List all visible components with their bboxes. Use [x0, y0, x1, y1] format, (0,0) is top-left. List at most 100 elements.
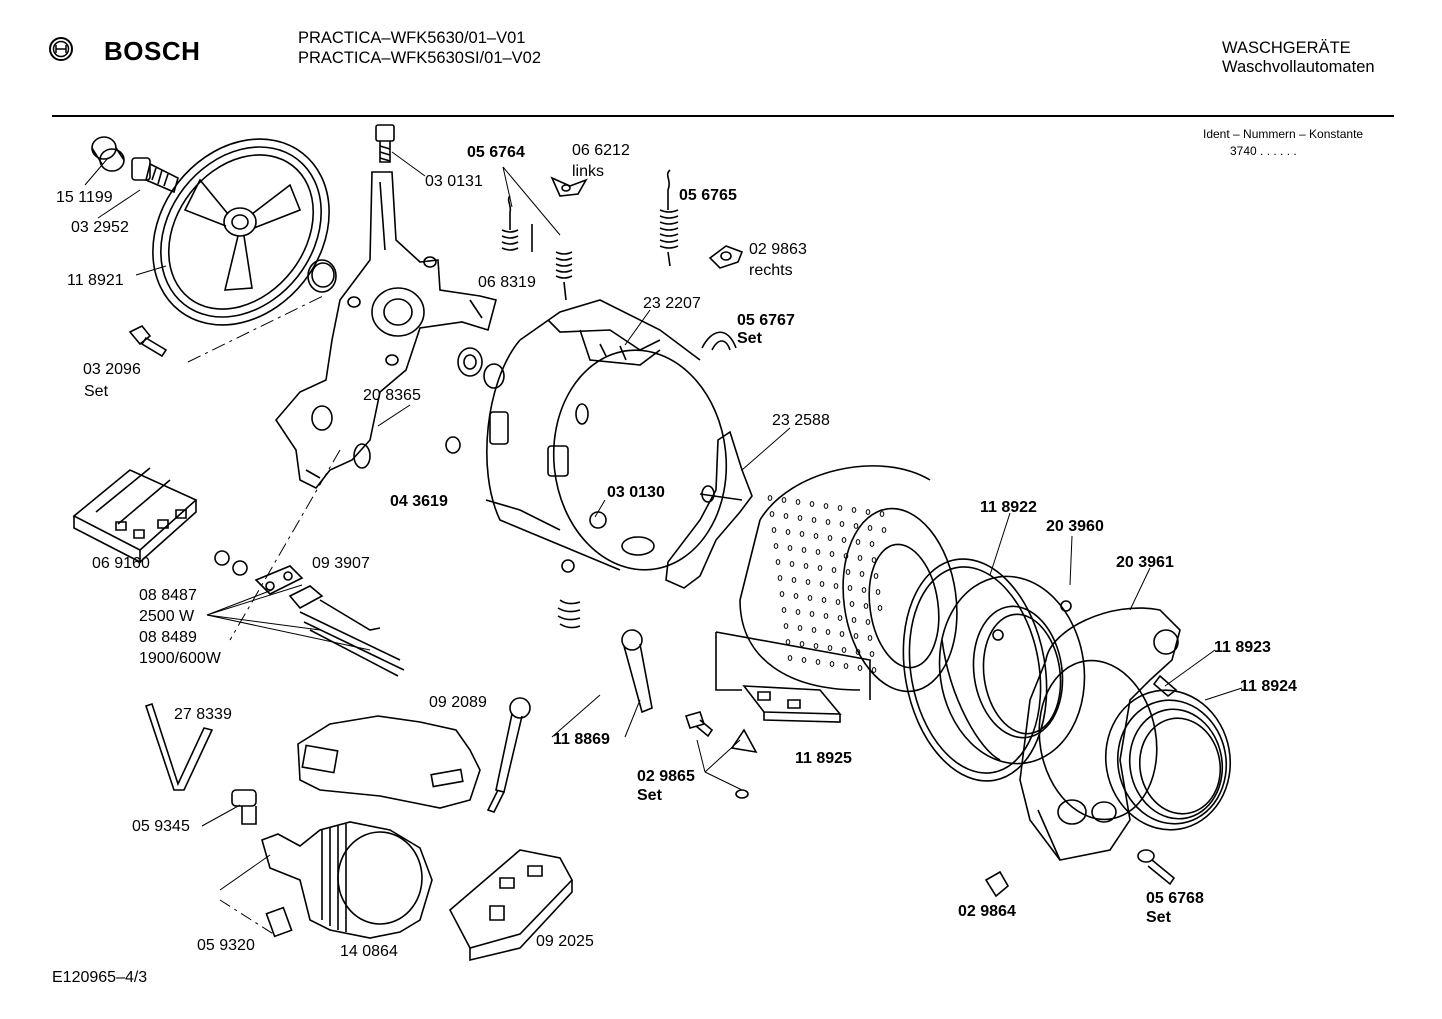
heater-cover-069160 — [74, 468, 196, 562]
perforation-dot — [816, 660, 820, 665]
perforation-dot — [856, 540, 860, 545]
perforation-dot — [872, 668, 876, 673]
pulley-118921 — [116, 104, 365, 360]
perforation-dot — [836, 600, 840, 605]
ident-label: Ident – Nummern – Konstante — [1203, 127, 1364, 141]
drawing-id: E120965–4/3 — [52, 969, 148, 986]
part-label: 05 6764 — [467, 144, 525, 161]
perforation-dot — [860, 572, 864, 577]
perforation-dot — [780, 592, 784, 597]
perforation-dot — [868, 636, 872, 641]
perforation-dot — [768, 496, 772, 501]
part-label: 03 0131 — [425, 173, 483, 190]
perforation-dot — [872, 558, 876, 563]
perforation-dot — [772, 528, 776, 533]
part-label: 20 8365 — [363, 387, 421, 404]
perforation-dot — [826, 630, 830, 635]
cover-092089 — [298, 716, 480, 808]
perforation-dot — [798, 626, 802, 631]
part-label: Set — [84, 383, 109, 400]
perforation-dot — [862, 588, 866, 593]
perforation-dot — [824, 504, 828, 509]
perforation-dot — [786, 530, 790, 535]
perforation-dot — [826, 520, 830, 525]
part-label: 09 3907 — [312, 555, 370, 572]
perforation-dot — [796, 500, 800, 505]
header-divider — [52, 115, 1394, 117]
perforation-dot — [870, 542, 874, 547]
perforation-dot — [770, 512, 774, 517]
bearing-068319 — [308, 260, 504, 388]
perforation-dot — [814, 534, 818, 539]
fastener-029865 — [686, 712, 756, 798]
belt-278339 — [146, 704, 212, 790]
perforation-dot — [866, 510, 870, 515]
part-label: 05 6767 — [737, 312, 795, 329]
perforation-dot — [852, 618, 856, 623]
clip-029863 — [710, 246, 742, 268]
ident-value: 3740 . . . . . . — [1230, 144, 1297, 158]
perforation-dot — [782, 608, 786, 613]
perforation-dot — [844, 554, 848, 559]
part-label: 09 2089 — [429, 694, 487, 711]
perforation-dot — [798, 516, 802, 521]
part-label: 27 8339 — [174, 706, 232, 723]
perforation-dot — [858, 556, 862, 561]
perforation-dot — [824, 614, 828, 619]
perforation-dot — [784, 624, 788, 629]
perforation-dot — [838, 506, 842, 511]
screw-032952 — [132, 158, 178, 192]
perforation-dot — [846, 570, 850, 575]
spring-056765 — [660, 170, 678, 266]
part-label: 06 6212 — [572, 142, 630, 159]
perforation-dot — [870, 652, 874, 657]
part-label: 05 6768 — [1146, 890, 1204, 907]
perforation-dot — [844, 664, 848, 669]
heater-088487 — [215, 551, 404, 676]
perforation-dot — [784, 514, 788, 519]
perforation-dot — [876, 590, 880, 595]
category-line-2: Waschvollautomaten — [1222, 58, 1375, 76]
seal-043619 — [446, 437, 460, 453]
perforation-dot — [880, 512, 884, 517]
drum-232588 — [666, 432, 968, 699]
front-panel-203960 — [928, 567, 1097, 773]
bushing-151199 — [92, 137, 124, 171]
part-label: Set — [637, 787, 662, 804]
perforation-dot — [854, 634, 858, 639]
part-label: 09 2025 — [536, 933, 594, 950]
part-label: 05 6765 — [679, 187, 737, 204]
part-label: 20 3960 — [1046, 518, 1104, 535]
part-label: 05 9320 — [197, 937, 255, 954]
perforation-dot — [800, 642, 804, 647]
bosch-armature-icon — [49, 37, 73, 61]
part-label: 11 8923 — [1214, 639, 1271, 656]
perforation-dot — [854, 524, 858, 529]
part-label: Set — [737, 330, 762, 347]
perforation-dot — [802, 548, 806, 553]
perforation-dot — [864, 604, 868, 609]
perforation-dot — [816, 550, 820, 555]
clip-029864 — [986, 872, 1008, 896]
part-label: 02 9863 — [749, 241, 807, 258]
part-label: links — [572, 163, 605, 180]
screw-056768 — [1138, 850, 1174, 884]
door-ring-118924 — [1095, 680, 1241, 839]
part-label: 20 3961 — [1116, 554, 1174, 571]
clamp-118923 — [1154, 676, 1176, 696]
part-label: 1900/600W — [139, 650, 221, 667]
perforation-dot — [776, 560, 780, 565]
perforation-dot — [840, 522, 844, 527]
perforation-dot — [834, 584, 838, 589]
perforation-dot — [830, 552, 834, 557]
door-seal-118922 — [887, 548, 1064, 793]
category-line-1: WASCHGERÄTE — [1222, 39, 1351, 57]
perforation-dot — [782, 498, 786, 503]
part-label: Set — [1146, 909, 1171, 926]
perforation-dot — [804, 564, 808, 569]
perforation-dot — [842, 538, 846, 543]
brand-name: BOSCH — [104, 36, 201, 66]
perforation-dot — [808, 596, 812, 601]
part-label: 08 8489 — [139, 629, 197, 646]
